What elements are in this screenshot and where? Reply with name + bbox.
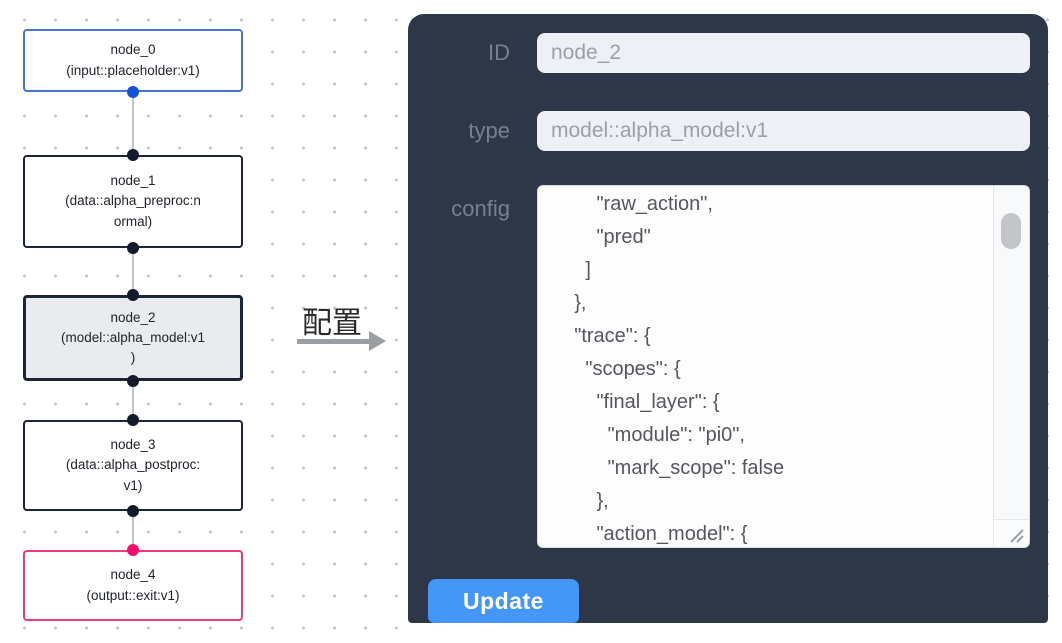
node-label: node_2 (model::alpha_model:v1 ) [60, 309, 206, 366]
node-config-panel: ID type config "raw_action", "pred" ] },… [408, 14, 1048, 623]
node-label: node_3 (data::alpha_postproc: v1) [65, 437, 201, 493]
scrollbar-thumb[interactable] [1001, 213, 1021, 249]
connection-handle-node_0-bottom[interactable] [127, 86, 139, 98]
node-label: node_0 (input::placeholder:v1) [66, 42, 200, 78]
flow-node-node_3[interactable]: node_3 (data::alpha_postproc: v1) [23, 420, 243, 511]
node-label: node_4 (output::exit:v1) [86, 567, 180, 603]
flow-node-node_4[interactable]: node_4 (output::exit:v1) [23, 550, 243, 621]
update-button[interactable]: Update [428, 579, 579, 623]
flow-node-node_0[interactable]: node_0 (input::placeholder:v1) [23, 29, 243, 92]
flow-edge [132, 92, 134, 155]
flow-edge [132, 248, 134, 295]
scrollbar-track[interactable] [993, 186, 1029, 519]
background [400, 623, 1062, 643]
connection-handle-node_2-top[interactable] [127, 289, 139, 301]
connection-handle-node_2-bottom[interactable] [127, 375, 139, 387]
connection-handle-node_3-top[interactable] [127, 414, 139, 426]
id-input[interactable] [537, 33, 1030, 73]
right-arrow-icon [297, 339, 371, 344]
flow-node-node_1[interactable]: node_1 (data::alpha_preproc:n ormal) [23, 155, 243, 248]
type-field-label: type [468, 118, 510, 143]
config-field-label: config [451, 196, 510, 221]
resize-handle-icon[interactable] [993, 519, 1029, 547]
connection-handle-node_4-top[interactable] [127, 544, 139, 556]
right-arrow-head-icon [369, 331, 386, 351]
node-label: node_1 (data::alpha_preproc:n ormal) [65, 173, 201, 229]
flow-edge [132, 381, 134, 420]
flow-node-node_2-selected[interactable]: node_2 (model::alpha_model:v1 ) [23, 295, 243, 381]
connection-handle-node_3-bottom[interactable] [127, 505, 139, 517]
connection-handle-node_1-bottom[interactable] [127, 242, 139, 254]
connection-handle-node_1-top[interactable] [127, 149, 139, 161]
configure-annotation: 配置 [302, 307, 362, 340]
config-json-text[interactable]: "raw_action", "pred" ] }, "trace": { "sc… [574, 193, 785, 545]
flow-edge [132, 511, 134, 550]
type-input[interactable] [537, 111, 1030, 151]
id-field-label: ID [488, 40, 510, 65]
config-editor[interactable]: "raw_action", "pred" ] }, "trace": { "sc… [537, 185, 1030, 548]
